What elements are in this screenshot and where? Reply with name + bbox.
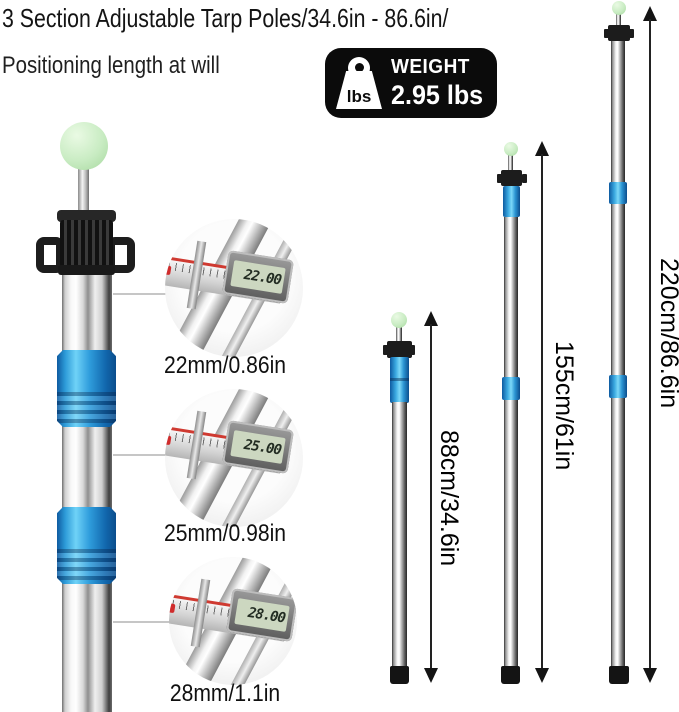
product-subtitle: Positioning length at will [2, 52, 220, 79]
diameter-label: 22mm/0.86in [163, 352, 287, 379]
blue-collar-lower [609, 375, 627, 398]
product-title: 3 Section Adjustable Tarp Poles/34.6in -… [2, 3, 449, 33]
ball-stem [78, 166, 89, 218]
arrow-line [430, 324, 432, 670]
weight-icon: lbs [336, 57, 382, 109]
arrow-down-icon [535, 668, 549, 683]
caliper-callout: 22.00 [165, 219, 303, 357]
cap-ear-left [497, 174, 502, 183]
locking-cap [60, 220, 113, 267]
locking-cap-bottom [58, 265, 115, 275]
callout-connector [113, 293, 167, 295]
pole-foot [501, 666, 520, 684]
blue-collar [502, 377, 520, 400]
callout-connector [113, 621, 173, 623]
caliper-lcd-value: 22.00 [230, 260, 286, 294]
blue-collar-upper [609, 182, 627, 204]
diameter-label: 28mm/1.1in [169, 680, 281, 707]
pole-tube [611, 41, 625, 668]
weight-unit-text: lbs [346, 87, 372, 107]
glow-ball [391, 312, 407, 328]
length-label: 155cm/61in [550, 341, 578, 471]
caliper-lcd-value: 25.00 [230, 430, 286, 464]
cap-ear-right [522, 174, 527, 183]
blue-section [503, 186, 520, 217]
arrow-line [649, 19, 651, 670]
arrow-up-icon [424, 311, 438, 326]
caliper-callout: 25.00 [165, 389, 303, 527]
weight-badge: lbs WEIGHT 2.95 lbs [325, 48, 497, 118]
weight-label: WEIGHT [391, 55, 470, 78]
arrow-up-icon [643, 6, 657, 21]
arrow-up-icon [535, 141, 549, 156]
cap-ear-right [410, 345, 415, 355]
cap-ear-right [629, 29, 634, 38]
pole-tube [62, 272, 112, 712]
caliper-callout: 28.00 [169, 557, 297, 685]
caliper-brand-logo [165, 264, 172, 276]
arrow-line [541, 154, 543, 670]
callout-connector [113, 454, 167, 456]
ball-stem [616, 13, 621, 27]
pole-tube [392, 402, 407, 668]
cap-ear-left [604, 29, 609, 38]
glow-ball [612, 1, 626, 15]
cap-ear-left [383, 345, 388, 355]
locking-cap-top [57, 210, 116, 222]
blue-section [390, 357, 409, 403]
ball-stem [508, 155, 513, 172]
pole-tube [504, 217, 518, 668]
section-joint [390, 378, 409, 381]
glow-ball [504, 142, 518, 156]
locking-cap [501, 170, 522, 186]
length-label: 88cm/34.6in [435, 430, 463, 567]
blue-collar-lower [57, 507, 116, 584]
glow-ball [60, 122, 108, 170]
pole-foot [609, 666, 629, 684]
ball-stem [396, 327, 402, 344]
caliper-brand-logo [169, 602, 176, 614]
diameter-label: 25mm/0.98in [163, 520, 287, 547]
arrow-down-icon [643, 668, 657, 683]
locking-cap [387, 341, 412, 358]
caliper-lcd-value: 28.00 [234, 598, 290, 632]
locking-cap [608, 25, 630, 41]
arrow-down-icon [424, 668, 438, 683]
caliper-brand-logo [165, 434, 172, 446]
blue-collar-upper [57, 350, 116, 427]
weight-value: 2.95 lbs [391, 79, 484, 110]
pole-foot [390, 666, 409, 684]
length-label: 220cm/86.6in [655, 258, 679, 409]
